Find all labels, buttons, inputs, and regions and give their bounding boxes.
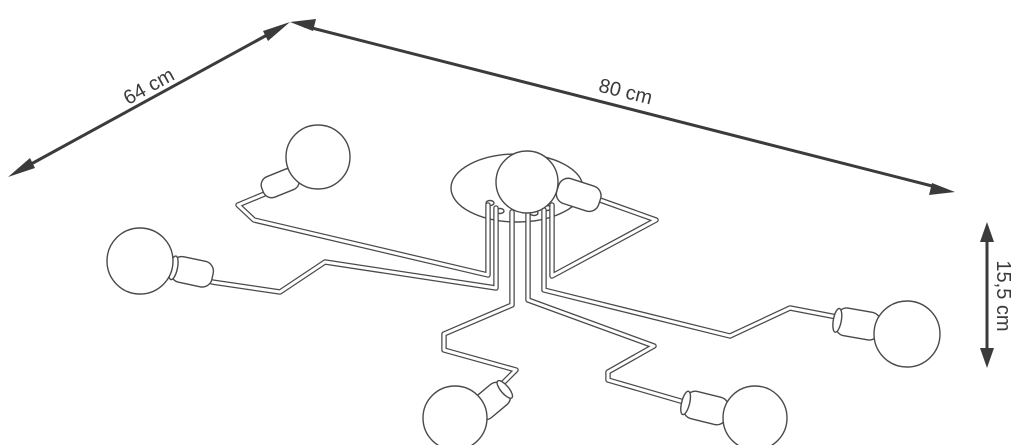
width-dimension: 80 cm: [290, 19, 955, 195]
bulb-assembly-left: [106, 227, 215, 295]
width-arrowhead-start: [290, 19, 316, 31]
bulb-assembly-upper-left: [260, 124, 351, 199]
depth-dimension: 64 cm: [8, 22, 290, 177]
bulb-assembly-right: [832, 300, 941, 368]
height-arrowhead-bottom: [980, 348, 994, 368]
depth-arrowhead-start: [8, 158, 35, 177]
bulb-assembly-bottom-right: [680, 385, 788, 445]
depth-dimension-line: [21, 27, 279, 171]
height-label: 15,5 cm: [992, 260, 1014, 331]
width-arrowhead-end: [929, 183, 955, 195]
bulb: [422, 385, 488, 445]
bulb: [873, 300, 941, 368]
arm-upper-left: [235, 187, 491, 278]
depth-label: 64 cm: [120, 64, 178, 110]
height-arrowhead-top: [980, 222, 994, 242]
bulb-assembly-bottom-left: [422, 379, 514, 445]
lamp-arms: [209, 187, 845, 405]
height-dimension: 15,5 cm: [980, 222, 1014, 368]
arm-right: [541, 207, 845, 339]
bulb: [285, 124, 351, 190]
width-dimension-line: [303, 24, 941, 190]
bulb: [495, 150, 559, 214]
arm-upper-right: [549, 197, 659, 279]
bulb: [106, 227, 174, 295]
depth-arrowhead-end: [263, 22, 290, 41]
bulb-assembly-center: [495, 150, 602, 214]
width-label: 80 cm: [596, 75, 654, 110]
bulb: [722, 385, 788, 445]
